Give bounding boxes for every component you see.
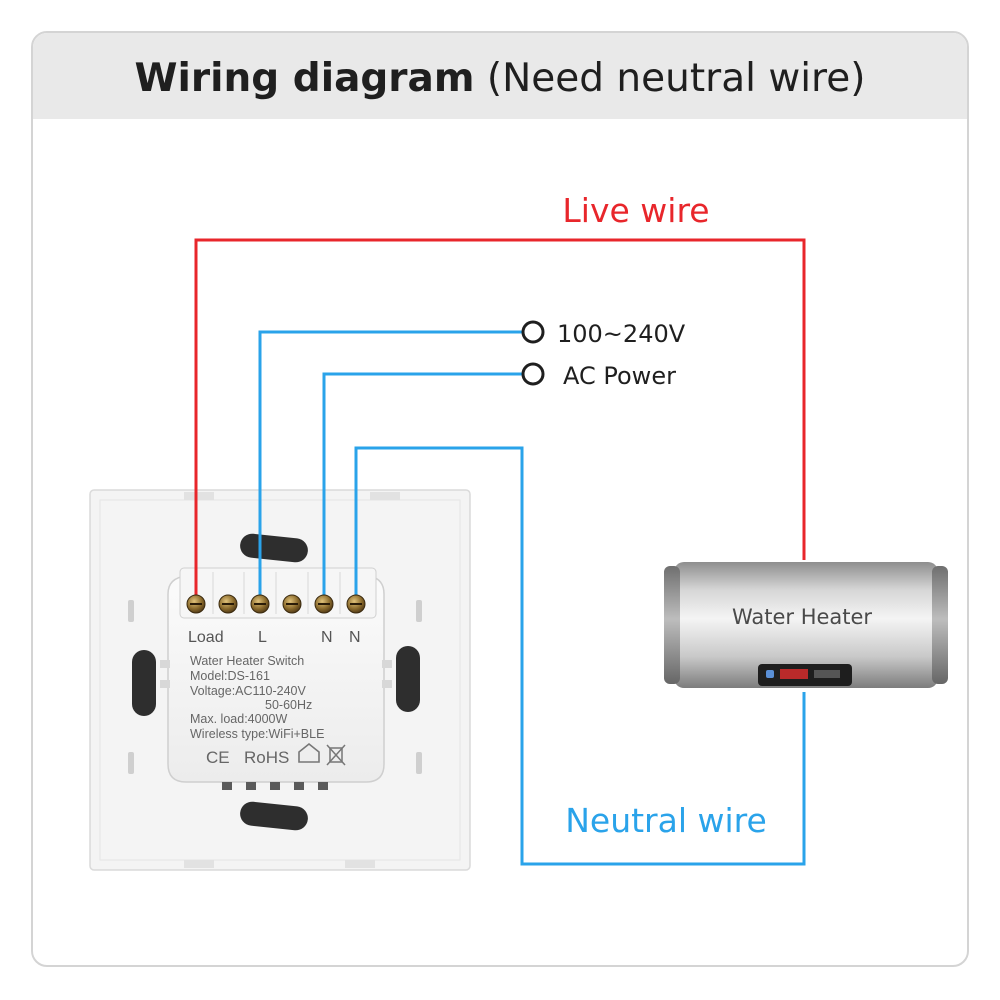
module-voltage: Voltage:AC110-240V — [190, 684, 306, 698]
power-live-wire — [258, 330, 522, 604]
live-wire — [194, 238, 806, 604]
neutral-wire-label: Neutral wire — [565, 801, 767, 840]
module-frequency: 50-60Hz — [265, 698, 312, 712]
power-terminal-live — [521, 320, 545, 344]
power-neutral-wire — [322, 372, 522, 604]
header-bar — [33, 33, 967, 119]
terminal-screws — [186, 594, 366, 614]
recycle-home-icon — [298, 742, 320, 763]
power-voltage-label: 100~240V — [557, 320, 686, 348]
terminal-label-load: Load — [188, 629, 224, 646]
rohs-mark: RoHS — [244, 748, 289, 767]
neutral-wire — [354, 446, 806, 866]
module-wireless: Wireless type:WiFi+BLE — [190, 727, 324, 741]
module-max-load: Max. load:4000W — [190, 712, 287, 726]
water-heater — [664, 562, 948, 688]
module-name: Water Heater Switch — [190, 654, 304, 668]
page-title: Wiring diagram (Need neutral wire) — [33, 56, 967, 101]
module-model: Model:DS-161 — [190, 669, 270, 683]
title-note: (Need neutral wire) — [486, 56, 866, 101]
ce-mark: CE — [206, 748, 230, 767]
weee-bin-icon — [326, 744, 346, 766]
terminal-label-n1: N — [321, 629, 333, 646]
heater-label: Water Heater — [732, 605, 872, 629]
live-wire-label: Live wire — [562, 191, 709, 230]
terminal-label-l: L — [258, 629, 267, 646]
power-terminal-neutral — [521, 362, 545, 386]
terminal-label-n2: N — [349, 629, 361, 646]
power-ac-label: AC Power — [563, 362, 676, 390]
title-main: Wiring diagram — [134, 56, 475, 101]
